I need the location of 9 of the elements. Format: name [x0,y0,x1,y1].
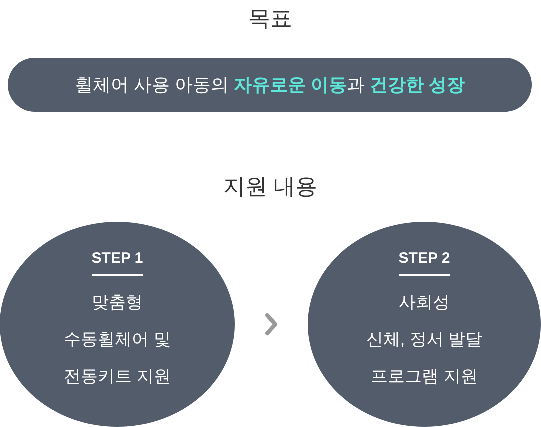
step-label: STEP 1 [92,248,144,276]
step-description: 맞춤형 수동휠체어 및 전동키트 지원 [63,292,172,388]
goal-text: 휠체어 사용 아동의 자유로운 이동과 건강한 성장 [74,74,466,96]
step-label: STEP 2 [398,248,450,276]
heading: 지원 내용 [223,173,318,201]
step-description: 사회성 신체, 정서 발달 프로그램 지원 [365,292,484,388]
chevron-arrow [266,314,278,336]
goal-banner [8,58,532,112]
heading: 목표 [248,5,292,33]
